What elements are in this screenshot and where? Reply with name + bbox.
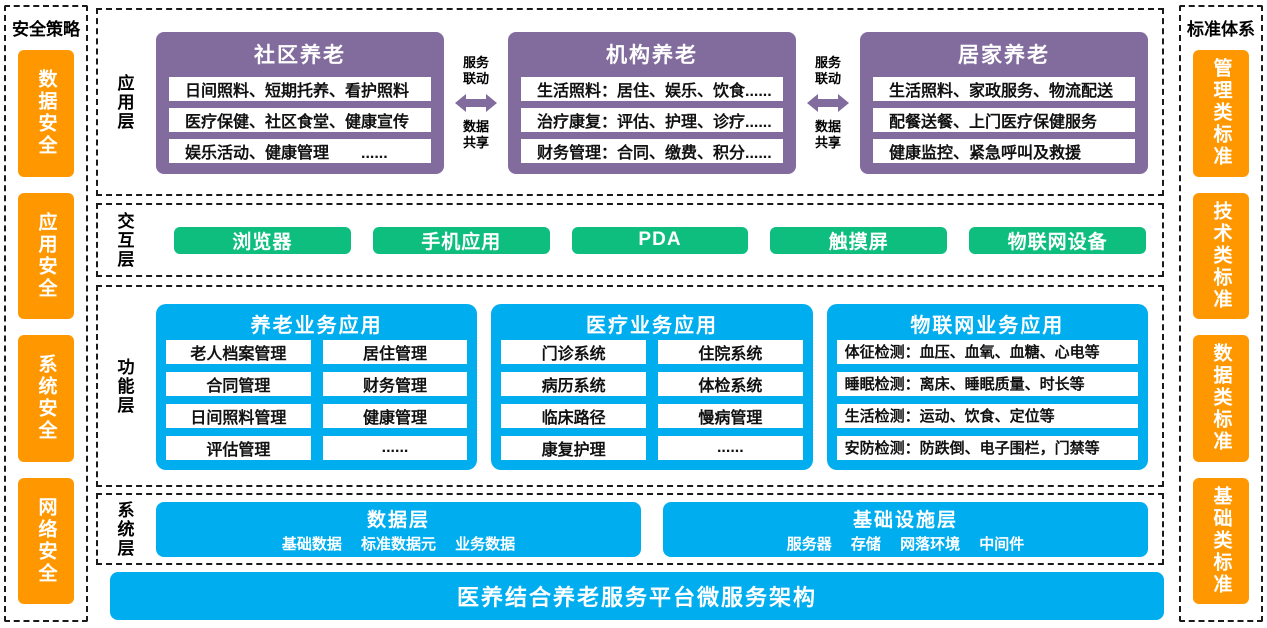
medical-business-card: 医疗业务应用 门诊系统 住院系统 病历系统 体检系统 临床路径 慢病管理 康复护… xyxy=(491,303,813,470)
application-layer-content: 社区养老 日间照料、短期托养、看护照料 医疗保健、社区食堂、健康宣传 娱乐活动、… xyxy=(150,14,1162,190)
module-cell: 健康管理 xyxy=(322,403,468,428)
iot-row: 生活检测：运动、饮食、定位等 xyxy=(836,403,1138,428)
institution-care-row: 生活照料：居住、娱乐、饮食...... xyxy=(521,77,783,101)
function-layer-content: 养老业务应用 老人档案管理 居住管理 合同管理 财务管理 日间照料管理 健康管理… xyxy=(150,293,1162,480)
standards-item-basic: 基础类标准 xyxy=(1193,477,1249,604)
security-strategy-title: 安全策略 xyxy=(12,20,80,39)
security-strategy-panel: 安全策略 数据安全 应用安全 系统安全 网络安全 xyxy=(4,5,88,622)
platform-banner: 医养结合养老服务平台微服务架构 xyxy=(110,572,1164,620)
standards-item-technology: 技术类标准 xyxy=(1193,192,1249,319)
iot-row: 安防检测：防跌倒、电子围栏，门禁等 xyxy=(836,435,1138,460)
institution-care-title: 机构养老 xyxy=(606,44,698,67)
iot-business-rows: 体征检测：血压、血氧、血糖、心电等 睡眠检测：离床、睡眠质量、时长等 生活检测：… xyxy=(836,339,1138,460)
medical-business-grid: 门诊系统 住院系统 病历系统 体检系统 临床路径 慢病管理 康复护理 .....… xyxy=(501,339,803,460)
system-layer: 系统层 数据层 基础数据 标准数据元 业务数据 基础设施层 服务器 存储 网落环… xyxy=(96,493,1164,565)
security-item-network: 网络安全 xyxy=(18,477,74,604)
infrastructure-layer-box: 基础设施层 服务器 存储 网落环境 中间件 xyxy=(663,501,1148,557)
system-layer-content: 数据层 基础数据 标准数据元 业务数据 基础设施层 服务器 存储 网落环境 中间… xyxy=(150,494,1162,565)
module-cell: 临床路径 xyxy=(501,403,646,428)
interaction-layer: 交互层 浏览器 手机应用 PDA 触摸屏 物联网设备 xyxy=(96,203,1164,277)
module-cell: 门诊系统 xyxy=(501,339,646,364)
service-link-top-label: 服务联动 xyxy=(462,54,489,86)
function-layer-label: 功能层 xyxy=(114,357,134,415)
data-share-bottom-label: 数据共享 xyxy=(462,119,489,151)
data-layer-box: 数据层 基础数据 标准数据元 业务数据 xyxy=(156,501,641,557)
home-care-card: 居家养老 生活照料、家政服务、物流配送 配餐送餐、上门医疗保健服务 健康监控、紧… xyxy=(860,32,1148,174)
service-link-top-label: 服务联动 xyxy=(814,54,841,86)
security-item-system: 系统安全 xyxy=(18,335,74,462)
data-share-bottom-label: 数据共享 xyxy=(814,119,841,151)
terminal-browser: 浏览器 xyxy=(174,226,351,254)
security-item-app: 应用安全 xyxy=(18,192,74,319)
standards-item-data: 数据类标准 xyxy=(1193,335,1249,462)
standards-system-title: 标准体系 xyxy=(1187,20,1255,39)
institution-care-card: 机构养老 生活照料：居住、娱乐、饮食...... 治疗康复：评估、护理、诊疗..… xyxy=(508,32,796,174)
data-layer-subtitle: 基础数据 标准数据元 业务数据 xyxy=(281,535,516,553)
module-cell: 康复护理 xyxy=(501,435,646,460)
community-care-title: 社区养老 xyxy=(254,44,346,67)
home-care-row: 健康监控、紧急呼叫及救援 xyxy=(873,139,1135,163)
terminal-touchscreen: 触摸屏 xyxy=(770,226,948,254)
terminal-pda: PDA xyxy=(571,226,749,254)
iot-row: 体征检测：血压、血氧、血糖、心电等 xyxy=(836,339,1138,364)
medical-business-title: 医疗业务应用 xyxy=(585,315,718,337)
standards-system-panel: 标准体系 管理类标准 技术类标准 数据类标准 基础类标准 xyxy=(1179,5,1263,622)
institution-care-row: 治疗康复：评估、护理、诊疗...... xyxy=(521,108,783,132)
home-care-row: 配餐送餐、上门医疗保健服务 xyxy=(873,108,1135,132)
module-cell: 慢病管理 xyxy=(657,403,803,428)
module-cell: 老人档案管理 xyxy=(166,339,311,364)
home-care-title: 居家养老 xyxy=(958,44,1050,67)
iot-business-card: 物联网业务应用 体征检测：血压、血氧、血糖、心电等 睡眠检测：离床、睡眠质量、时… xyxy=(826,303,1148,470)
eldercare-business-grid: 老人档案管理 居住管理 合同管理 财务管理 日间照料管理 健康管理 评估管理 .… xyxy=(166,339,468,460)
module-cell: 日间照料管理 xyxy=(166,403,311,428)
service-link-group-1: 服务联动 数据共享 xyxy=(450,32,502,174)
module-cell: 住院系统 xyxy=(657,339,803,364)
standards-system-stack: 管理类标准 技术类标准 数据类标准 基础类标准 xyxy=(1181,46,1261,606)
function-layer: 功能层 养老业务应用 老人档案管理 居住管理 合同管理 财务管理 日间照料管理 … xyxy=(96,285,1164,487)
module-cell: ...... xyxy=(322,435,468,460)
double-arrow-icon xyxy=(807,94,849,112)
infrastructure-layer-title: 基础设施层 xyxy=(852,509,958,531)
double-arrow-icon xyxy=(455,94,497,112)
application-layer-label: 应用层 xyxy=(114,73,134,131)
community-care-row: 医疗保健、社区食堂、健康宣传 xyxy=(169,108,431,132)
module-cell: ...... xyxy=(657,435,803,460)
community-care-row: 娱乐活动、健康管理 ...... xyxy=(169,139,431,163)
system-layer-label: 系统层 xyxy=(114,500,134,558)
module-cell: 合同管理 xyxy=(166,371,311,396)
security-strategy-stack: 数据安全 应用安全 系统安全 网络安全 xyxy=(6,46,86,606)
application-layer: 应用层 社区养老 日间照料、短期托养、看护照料 医疗保健、社区食堂、健康宣传 娱… xyxy=(96,8,1164,196)
module-cell: 财务管理 xyxy=(322,371,468,396)
home-care-row: 生活照料、家政服务、物流配送 xyxy=(873,77,1135,101)
data-layer-title: 数据层 xyxy=(366,509,430,531)
module-cell: 体检系统 xyxy=(657,371,803,396)
security-item-data: 数据安全 xyxy=(18,50,74,177)
standards-item-management: 管理类标准 xyxy=(1193,50,1249,177)
community-care-card: 社区养老 日间照料、短期托养、看护照料 医疗保健、社区食堂、健康宣传 娱乐活动、… xyxy=(156,32,444,174)
infrastructure-layer-subtitle: 服务器 存储 网落环境 中间件 xyxy=(786,535,1025,553)
community-care-row: 日间照料、短期托养、看护照料 xyxy=(169,77,431,101)
interaction-layer-content: 浏览器 手机应用 PDA 触摸屏 物联网设备 xyxy=(150,213,1162,268)
eldercare-business-card: 养老业务应用 老人档案管理 居住管理 合同管理 财务管理 日间照料管理 健康管理… xyxy=(156,303,478,470)
terminal-mobile-app: 手机应用 xyxy=(372,226,550,254)
main-column: 应用层 社区养老 日间照料、短期托养、看护照料 医疗保健、社区食堂、健康宣传 娱… xyxy=(96,8,1164,620)
module-cell: 评估管理 xyxy=(166,435,311,460)
module-cell: 病历系统 xyxy=(501,371,646,396)
iot-business-title: 物联网业务应用 xyxy=(910,315,1065,337)
eldercare-business-title: 养老业务应用 xyxy=(250,315,383,337)
institution-care-row: 财务管理：合同、缴费、积分...... xyxy=(521,139,783,163)
service-link-group-2: 服务联动 数据共享 xyxy=(802,32,854,174)
iot-row: 睡眠检测：离床、睡眠质量、时长等 xyxy=(836,371,1138,396)
module-cell: 居住管理 xyxy=(322,339,468,364)
interaction-layer-label: 交互层 xyxy=(114,211,134,269)
terminal-iot-device: 物联网设备 xyxy=(969,226,1146,254)
